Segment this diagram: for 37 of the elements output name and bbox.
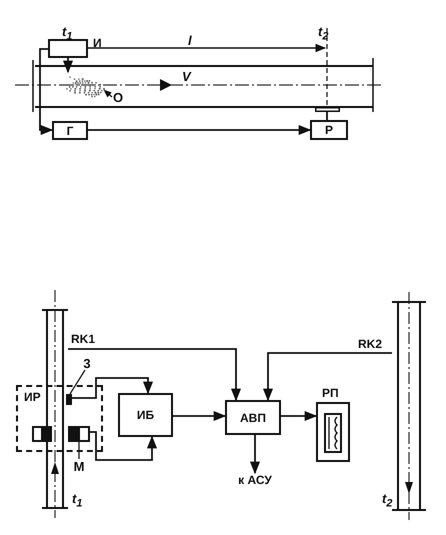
label-text: t$_{1}$	[72, 492, 82, 510]
arrow	[250, 435, 260, 474]
magnet-block	[32, 426, 52, 442]
arrow	[70, 377, 154, 399]
arrow	[262, 352, 392, 402]
box-label: РП	[322, 387, 339, 399]
leader-line	[78, 440, 80, 459]
pipe-section	[42, 290, 68, 518]
arrow	[173, 410, 226, 422]
process-box: Р	[310, 120, 348, 140]
arrow	[62, 58, 74, 74]
arrow	[68, 348, 242, 402]
label-text: t$_{2}$	[382, 492, 392, 510]
sensor-bar	[66, 394, 72, 405]
label-text: V	[182, 70, 191, 83]
callout-label: О	[112, 90, 124, 104]
arrow	[88, 124, 312, 136]
edge-label: RK1	[70, 333, 96, 345]
arrow	[88, 431, 158, 461]
edge-label: RK2	[357, 338, 384, 350]
callout-label: к АСУ	[224, 473, 286, 487]
label-text: l	[188, 34, 192, 47]
box-label: И	[93, 37, 102, 49]
process-box: Г	[52, 121, 88, 140]
leader-line	[70, 370, 86, 394]
magnet-block	[68, 426, 90, 442]
process-box: АВП	[225, 400, 281, 435]
process-box: ИБ	[118, 393, 173, 437]
sensor-pad	[315, 107, 340, 112]
pipe-section	[392, 292, 426, 520]
box-label: ИР	[24, 391, 41, 403]
arrow	[39, 48, 54, 136]
arrow	[281, 410, 318, 422]
leader-line	[103, 89, 112, 98]
callout-label: М	[73, 459, 85, 473]
callout-label: 3	[82, 356, 92, 370]
dashed-group-box	[16, 385, 103, 452]
